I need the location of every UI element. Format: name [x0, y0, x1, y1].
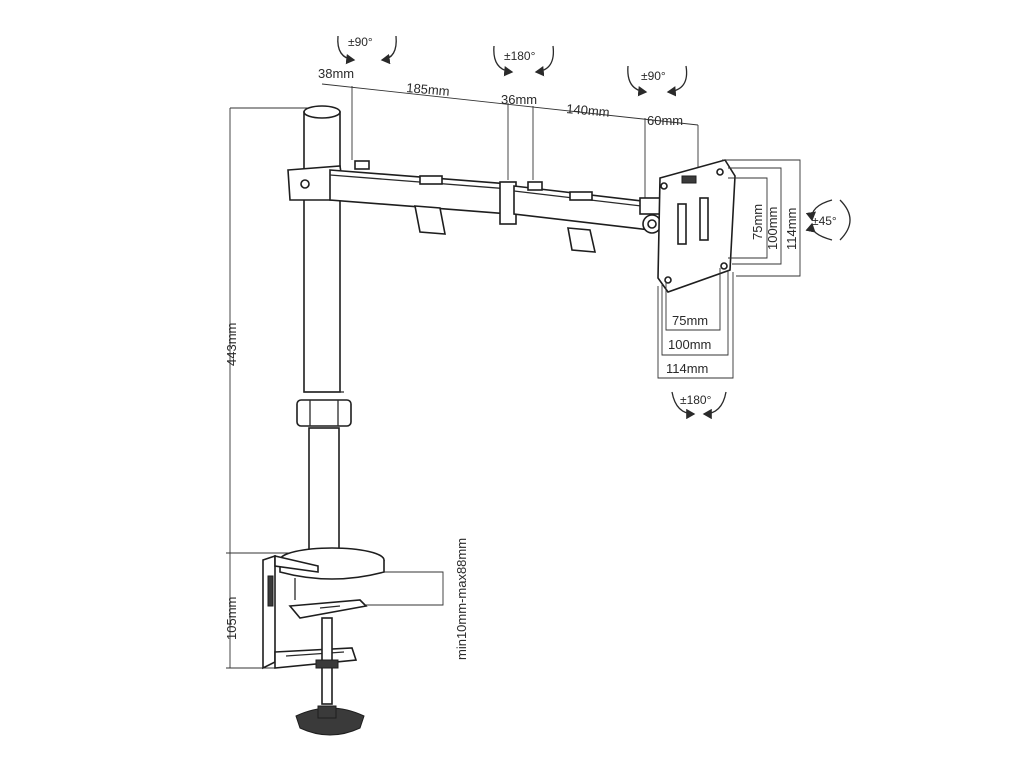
- top-dimension-line: [321, 83, 699, 200]
- arm-dim-60: 60mm: [647, 113, 683, 128]
- rotation-arrow-elbow: [493, 45, 555, 77]
- vesa-height-75-label: 75mm: [750, 204, 765, 240]
- desk-thickness-label: min10mm-max88mm: [454, 538, 469, 660]
- vesa-width-114-label: 114mm: [666, 361, 708, 376]
- pole-rotation-label: ±90°: [348, 35, 373, 49]
- arm-dim-140: 140mm: [566, 101, 611, 120]
- tilt-label: ±45°: [812, 214, 837, 228]
- rotation-arrow-head: [627, 65, 688, 97]
- arm-dim-36: 36mm: [501, 92, 537, 107]
- vesa-width-75-label: 75mm: [672, 313, 708, 328]
- clamp-height-label: 105mm: [224, 597, 239, 640]
- elbow-rotation-label: ±180°: [504, 49, 536, 63]
- pole-height-label: 443mm: [224, 323, 239, 366]
- rotation-arrow-pole: [337, 35, 397, 65]
- vesa-height-114-label: 114mm: [784, 208, 799, 250]
- vesa-width-dimensions: [657, 268, 734, 379]
- rotation-arrow-tilt: [805, 199, 851, 241]
- desk-clamp: [262, 554, 368, 736]
- vesa-width-100-label: 100mm: [668, 337, 711, 352]
- pole: [296, 105, 352, 561]
- vesa-plate: [657, 159, 736, 293]
- rotation-arrow-rotate: [671, 391, 727, 420]
- arm-dim-185: 185mm: [406, 80, 451, 99]
- arm: [287, 160, 662, 253]
- arm-dim-38: 38mm: [318, 66, 354, 81]
- rotate-label: ±180°: [680, 393, 712, 407]
- vesa-height-dimensions: [722, 159, 801, 277]
- vesa-height-100-label: 100mm: [765, 207, 780, 250]
- head-swivel-label: ±90°: [641, 69, 666, 83]
- clamp-height-dimension: [226, 553, 275, 669]
